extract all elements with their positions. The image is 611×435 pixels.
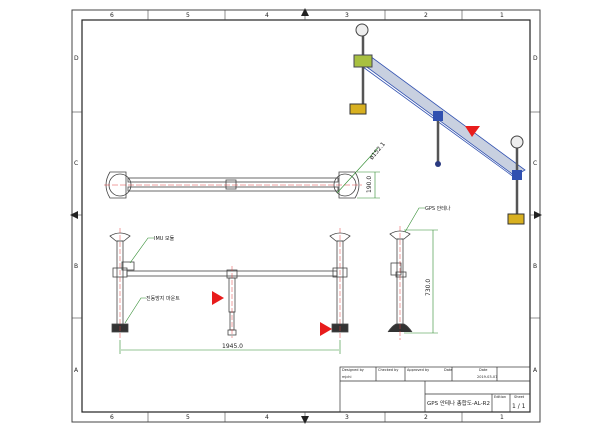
row-label: B [533,263,537,270]
imu-label: IMU 모듈 [154,236,175,242]
col-label: 2 [424,12,428,19]
top-view [104,171,362,199]
zone-ticks [72,10,540,422]
marker-arrow [465,126,480,137]
col-label: 2 [424,414,428,421]
col-label: 6 [110,12,114,19]
side-leaders [404,207,438,334]
center-marks [70,8,542,424]
diameter-dimension [336,147,380,199]
front-view [109,228,351,340]
row-label: B [74,263,78,270]
date-value: 2019-03-07 [477,375,497,379]
designed-by-value: mjchi [342,375,352,379]
column-labels: 6 5 4 3 2 1 6 5 4 3 2 1 D C B A D C B A [74,12,538,421]
edition-label: Edition [494,395,506,399]
side-view [387,226,413,340]
length-dimension-label: 1945.0 [222,343,243,350]
col-label: 1 [500,414,504,421]
row-label: A [74,367,79,374]
height-dimension-label: 730.0 [425,279,432,296]
col-label: 5 [186,12,190,19]
outer-border [71,9,541,423]
front-leaders [119,237,341,354]
date-label: Date [444,368,452,372]
col-label: 6 [110,414,114,421]
col-label: 4 [265,12,269,19]
col-label: 1 [500,12,504,19]
approved-by-label: Approved by [407,368,429,372]
row-label: D [74,55,79,62]
diameter-label: ø152.1 [368,141,387,162]
inner-border [81,19,531,413]
col-label: 3 [345,414,349,421]
sheet-value: 1 / 1 [512,403,526,410]
row-label: C [74,160,78,167]
isometric-view [349,23,526,225]
sheet-label: Sheet [514,395,525,399]
marker-arrow [212,291,224,305]
title-block-text: Designed by mjchi Checked by Approved by… [342,368,525,399]
drawing-title: GPS 안테나 총합도-AL-R2 [427,399,490,407]
checked-by-label: Checked by [378,368,398,372]
width-dimension-label: 190.0 [366,176,373,193]
row-label: C [533,160,537,167]
date-label: Date [479,368,487,372]
title-block [339,366,531,413]
designed-by-label: Designed by [342,368,364,372]
col-label: 3 [345,12,349,19]
col-label: 4 [265,414,269,421]
gps-label: GPS 안테나 [425,205,451,212]
marker-arrow [320,322,332,336]
row-label: A [533,367,538,374]
mount-label: 진동방지 마운트 [146,295,180,302]
row-label: D [533,55,538,62]
col-label: 5 [186,414,190,421]
